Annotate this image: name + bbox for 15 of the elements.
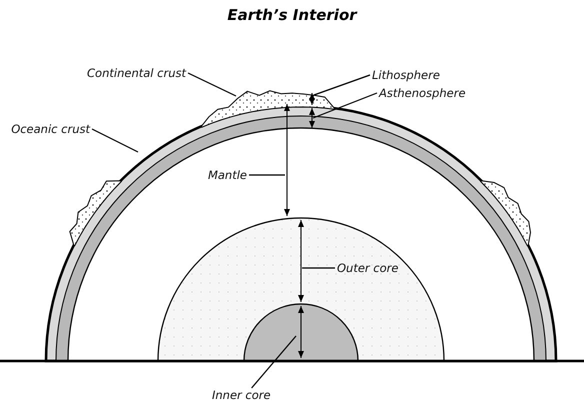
leader-line [302,267,335,269]
leader-line [92,128,138,153]
leader-line [314,74,370,96]
diagram-title: Earth’s Interior [226,6,358,24]
part-label: Oceanic crust [4,122,90,136]
part-label: Inner core [212,388,278,402]
leader-line [249,174,285,176]
leader-line [312,92,378,119]
part-label: Mantle [203,168,247,182]
part-label: Outer core [337,261,409,275]
part-label: Continental crust [76,66,186,80]
part-label: Lithosphere [372,68,452,82]
part-label: Asthenosphere [379,86,475,100]
leader-line [251,336,296,388]
leader-line [188,72,236,97]
